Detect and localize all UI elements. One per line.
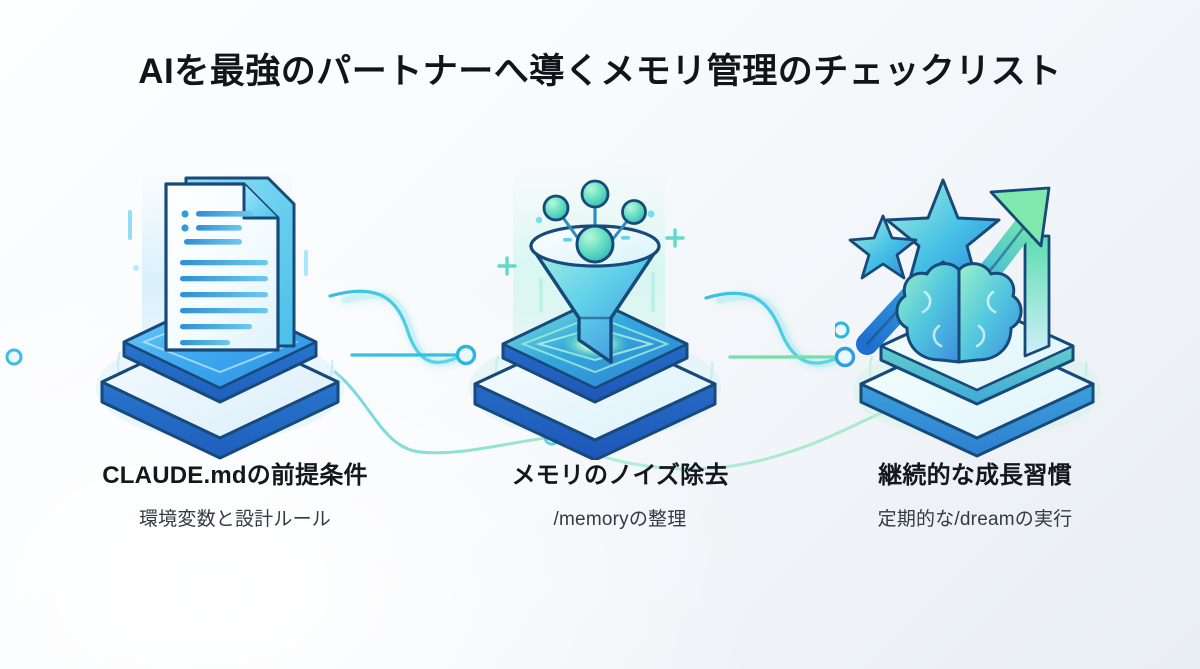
star-small-icon bbox=[848, 214, 918, 280]
caption-heading-2: メモリのノイズ除去 bbox=[511, 462, 729, 489]
sparkle-decorations bbox=[497, 210, 685, 312]
document-bullet-list bbox=[181, 210, 254, 245]
illustration-step-1 bbox=[80, 150, 380, 460]
caption-subtext-2: /memoryの整理 bbox=[553, 508, 687, 530]
caption-heading-1: CLAUDE.mdの前提条件 bbox=[102, 462, 368, 489]
accent-dot bbox=[835, 321, 850, 339]
growth-bar bbox=[1023, 234, 1051, 358]
brain-icon bbox=[895, 262, 1023, 364]
ambient-sparks bbox=[128, 210, 308, 276]
star-large-icon bbox=[885, 178, 1001, 288]
illustration-step-3 bbox=[835, 150, 1135, 460]
memory-node-network bbox=[542, 179, 647, 264]
captions-row: CLAUDE.mdの前提条件 環境変数と設計ルール メモリのノイズ除去 /mem… bbox=[0, 462, 1200, 582]
title-container: AIを最強のパートナーへ導くメモリ管理のチェックリスト bbox=[0, 52, 1200, 92]
caption-step-2: メモリのノイズ除去 /memoryの整理 bbox=[420, 462, 820, 532]
illustration-stage bbox=[0, 150, 1200, 460]
caption-heading-3: 継続的な成長習慣 bbox=[878, 462, 1072, 489]
caption-step-1: CLAUDE.mdの前提条件 環境変数と設計ルール bbox=[35, 462, 435, 532]
caption-subtext-1: 環境変数と設計ルール bbox=[138, 508, 331, 530]
caption-step-3: 継続的な成長習慣 定期的な/dreamの実行 bbox=[775, 462, 1175, 532]
page-title: AIを最強のパートナーへ導くメモリ管理のチェックリスト bbox=[138, 52, 1062, 91]
document-body-lines bbox=[180, 260, 268, 346]
illustration-step-2 bbox=[455, 150, 755, 460]
caption-subtext-3: 定期的な/dreamの実行 bbox=[877, 508, 1073, 530]
